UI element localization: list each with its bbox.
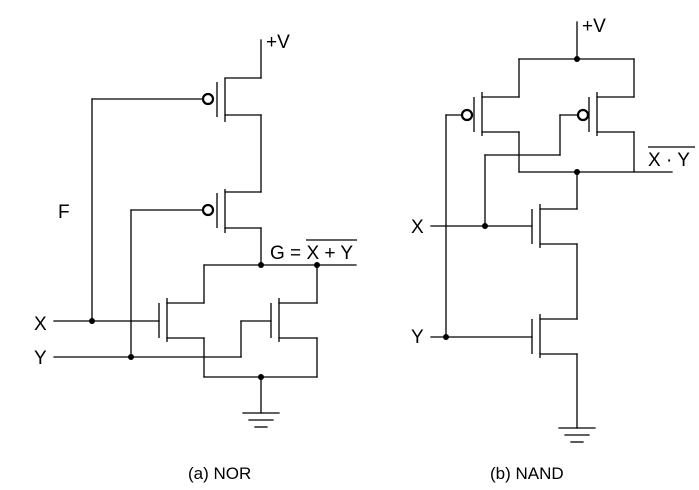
nand-pmos-left-bubble — [460, 108, 474, 122]
nor-vdd-label: +V — [266, 32, 290, 53]
nand-pmos-right — [576, 58, 635, 173]
nand-circuit: +V X · Y — [411, 16, 695, 483]
nor-nmos-x — [158, 264, 205, 378]
nand-nmos-x — [531, 171, 578, 320]
nand-output-label: X · Y — [648, 150, 690, 171]
nand-pmos-left — [460, 58, 520, 173]
nand-ground-symbol — [558, 427, 596, 443]
nor-input-x-junction — [89, 318, 95, 324]
nand-input-x-label: X — [411, 217, 424, 238]
nand-input-y-label: Y — [411, 327, 424, 348]
nor-pmos-top-bubble — [201, 92, 215, 106]
nor-ground-symbol — [242, 412, 280, 428]
nor-input-y-label: Y — [34, 348, 47, 369]
nor-pmos-bottom-bubble — [201, 203, 215, 217]
nand-vdd-junction — [574, 56, 580, 62]
nor-f-label: F — [58, 202, 70, 223]
nor-caption: (a) NOR — [188, 464, 251, 483]
nor-output-label: G = X + Y — [270, 243, 353, 264]
nand-caption: (b) NAND — [490, 464, 564, 483]
nand-pmos-right-bubble — [576, 108, 590, 122]
nor-input-x-label: X — [34, 314, 47, 335]
nor-output-junction — [258, 262, 264, 268]
nand-nmos-y — [531, 314, 578, 429]
nor-input-y-junction — [128, 354, 134, 360]
nor-pmos-top — [201, 77, 262, 122]
nor-circuit: +V G = X + Y — [34, 32, 357, 483]
nand-vdd-label: +V — [582, 16, 606, 37]
nor-nmos-y — [270, 264, 318, 378]
nor-pmos-bottom — [201, 189, 262, 233]
